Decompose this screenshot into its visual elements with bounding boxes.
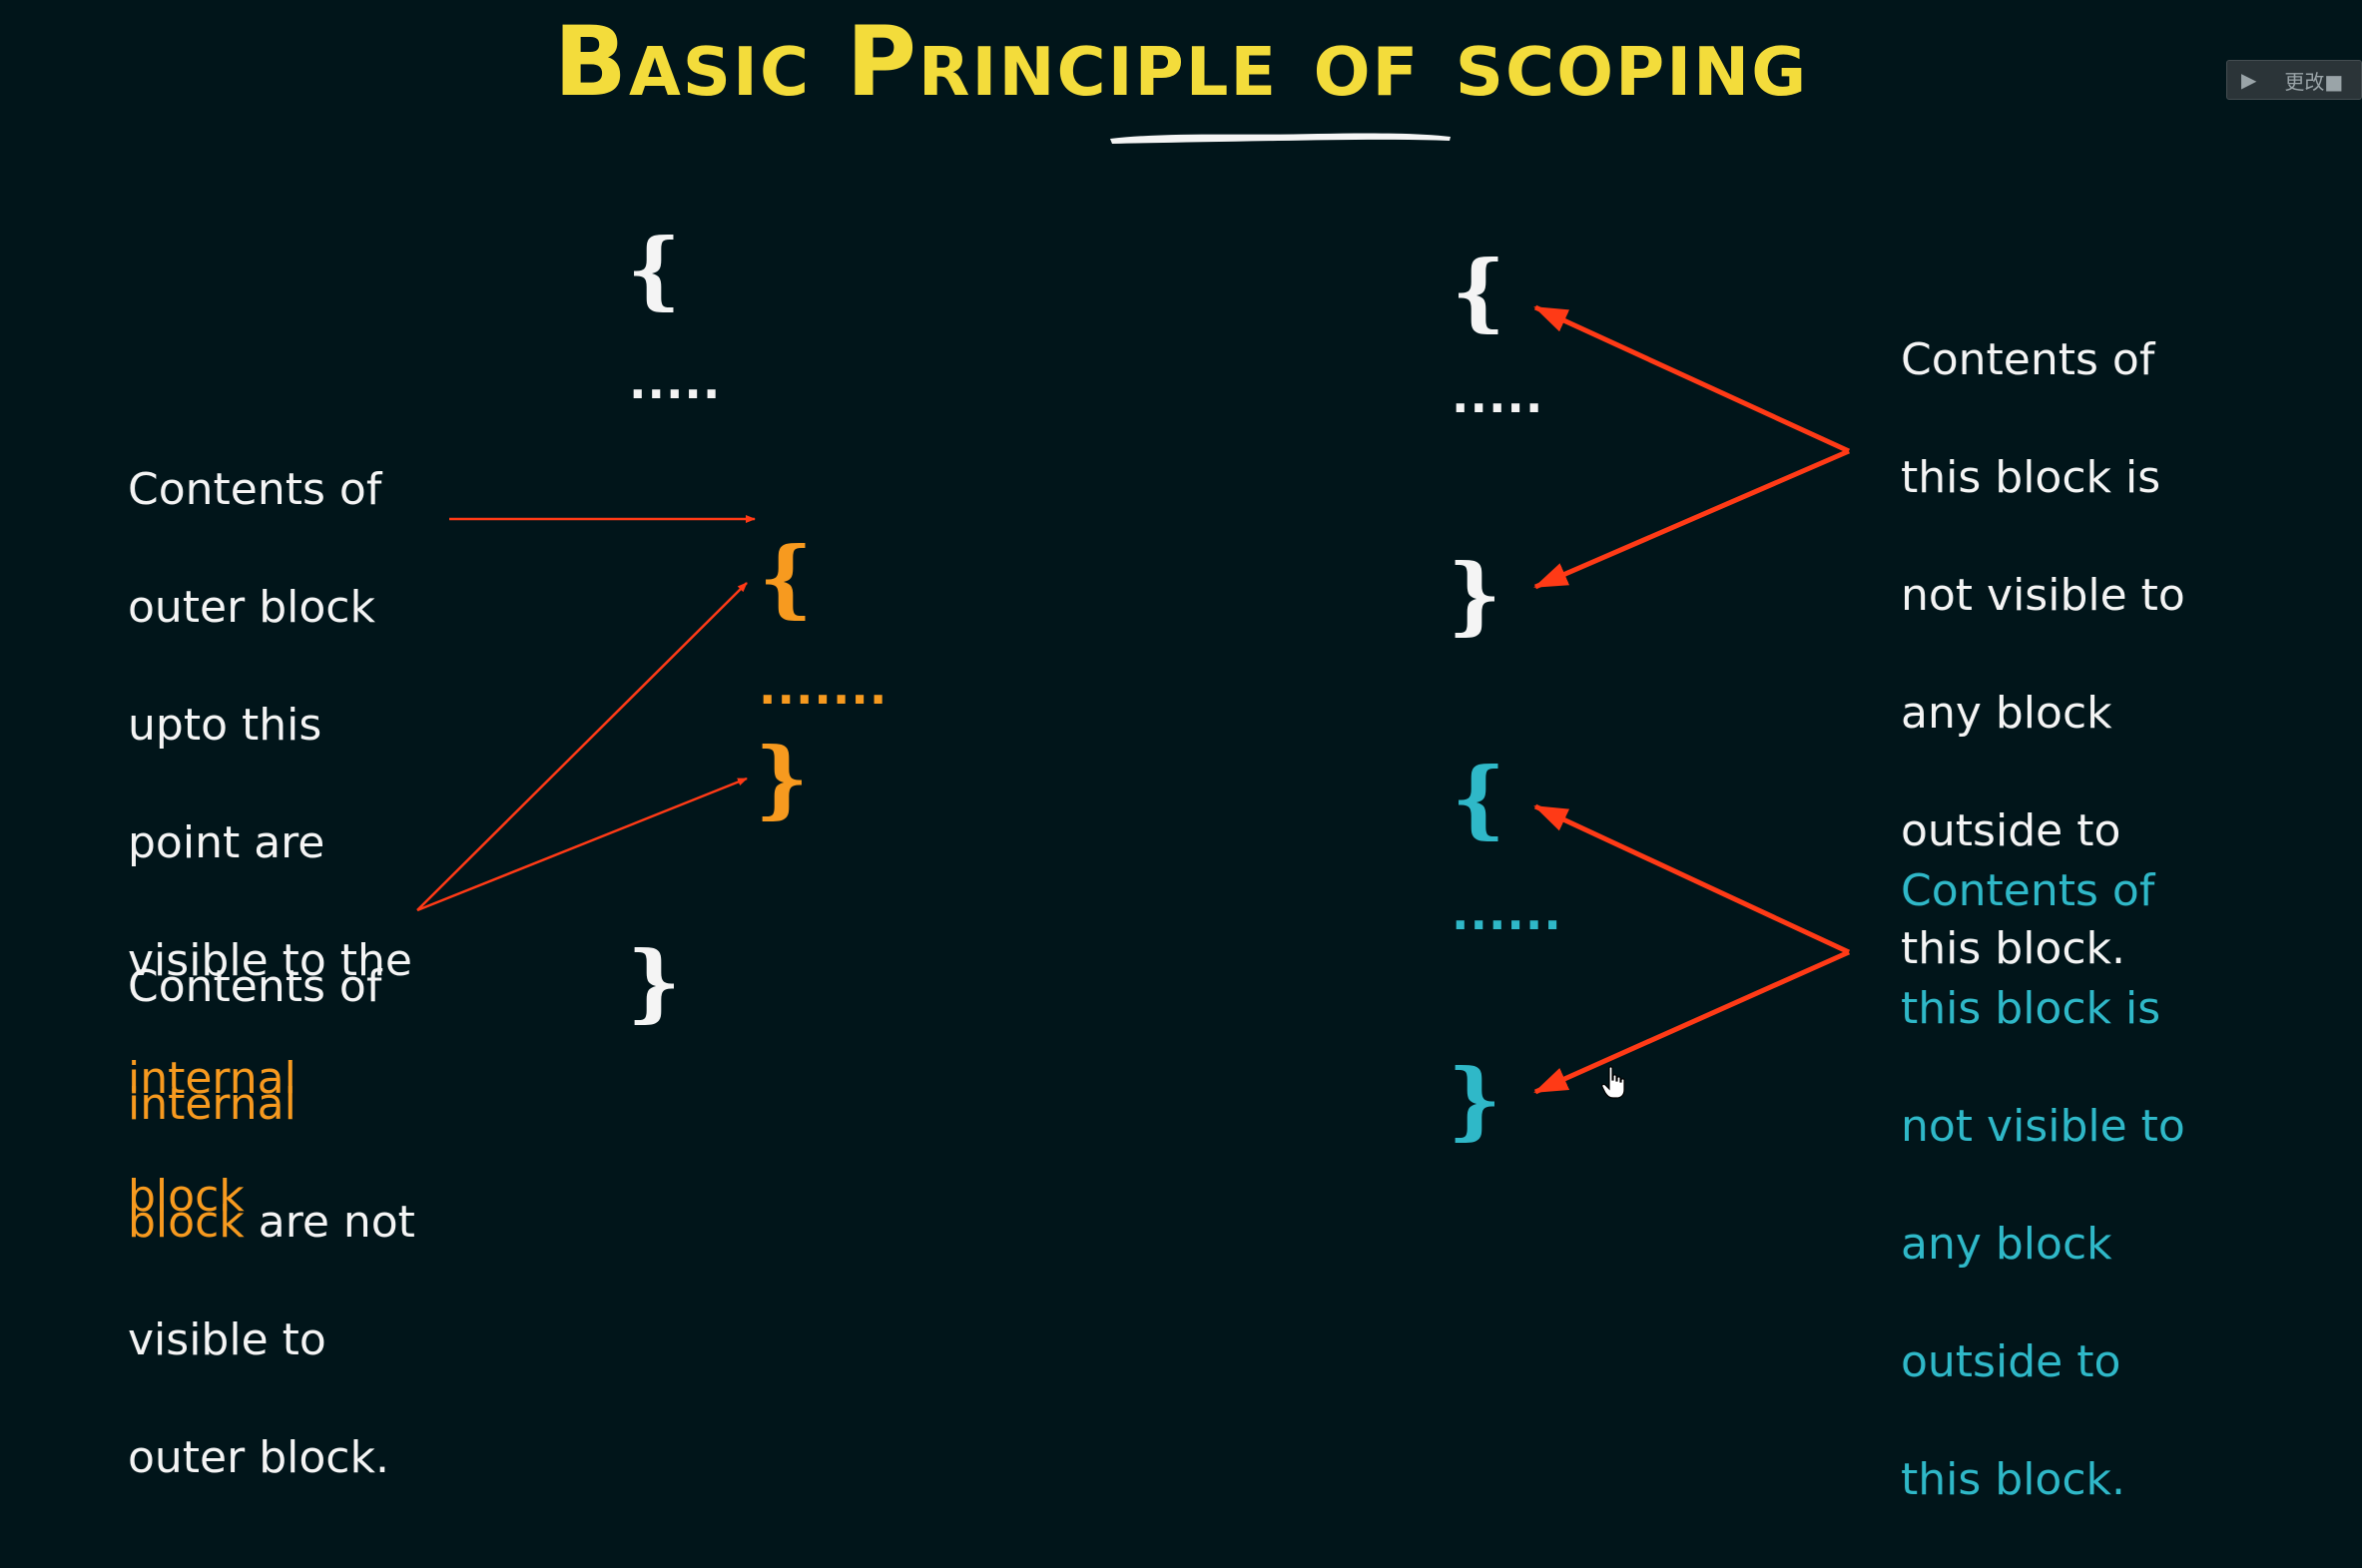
note-line: this block. bbox=[1901, 1454, 2126, 1505]
note-line: outside to bbox=[1901, 805, 2121, 856]
page-title: Basic Principle of scoping bbox=[553, 6, 1809, 118]
block1-open-brace: { bbox=[1452, 242, 1506, 340]
block1-dots: ..... bbox=[1452, 369, 1544, 423]
note-line: Contents of bbox=[128, 464, 382, 515]
note-internal-not-visible: Contents of internal block are not visib… bbox=[128, 898, 415, 1546]
block2-close-brace: } bbox=[1448, 1050, 1502, 1149]
note-line: are not bbox=[244, 1197, 415, 1248]
note-line: outer block. bbox=[128, 1432, 389, 1483]
note-line: upto this bbox=[128, 700, 322, 751]
note-line: visible to the bbox=[128, 935, 412, 986]
arrow-block1-to-close bbox=[1533, 448, 1850, 590]
note-line: not visible to bbox=[1901, 570, 2185, 621]
note-line: not visible to bbox=[1901, 1101, 2185, 1152]
arrow-internal-to-open bbox=[416, 582, 748, 911]
note-block1-not-visible: Contents of this block is not visible to… bbox=[1901, 271, 2185, 1037]
video-player-control[interactable]: ▶ 更改■ bbox=[2226, 60, 2362, 100]
inner-block-dots: ....... bbox=[759, 661, 888, 715]
hand-pointer-icon bbox=[1601, 1066, 1625, 1099]
block1-close-brace: } bbox=[1448, 545, 1502, 644]
arrow-block2-to-open bbox=[1533, 803, 1851, 955]
block2-dots: ...... bbox=[1452, 886, 1562, 940]
note-line: visible to bbox=[128, 1314, 326, 1365]
block2-open-brace: { bbox=[1452, 749, 1506, 847]
note-line: any block bbox=[1901, 688, 2112, 739]
note-line: any block bbox=[1901, 1219, 2112, 1270]
arrow-internal-to-close bbox=[416, 777, 748, 912]
note-block2-not-visible: Contents of this block is not visible to… bbox=[1901, 802, 2185, 1568]
inner-block-open-brace: { bbox=[759, 528, 814, 627]
inner-block-close-brace: } bbox=[755, 729, 810, 827]
note-line: this block is bbox=[1901, 983, 2161, 1034]
note-line: this block is bbox=[1901, 452, 2161, 503]
note-line: this block. bbox=[1901, 923, 2126, 974]
note-line: point are bbox=[128, 817, 325, 868]
play-icon[interactable]: ▶ bbox=[2241, 68, 2257, 92]
note-line: Contents of bbox=[1901, 334, 2155, 385]
outer-block-close-brace: } bbox=[627, 932, 682, 1031]
arrow-block1-to-open bbox=[1533, 304, 1851, 454]
outer-block-open-brace: { bbox=[627, 220, 682, 318]
outer-block-dots: ..... bbox=[629, 355, 722, 409]
player-label: 更改■ bbox=[2284, 69, 2344, 94]
note-line: Contents of bbox=[1901, 865, 2155, 916]
note-highlight: internal bbox=[128, 1053, 296, 1104]
note-highlight: block bbox=[128, 1171, 245, 1222]
note-highlight: block bbox=[128, 1197, 245, 1248]
note-highlight: internal bbox=[128, 1079, 296, 1130]
note-outer-visible: Contents of outer block upto this point … bbox=[128, 401, 412, 1285]
note-line: outer block bbox=[128, 582, 375, 633]
note-line: outside to bbox=[1901, 1336, 2121, 1387]
title-underline bbox=[1110, 133, 1451, 144]
note-line: Contents of bbox=[128, 961, 382, 1012]
arrow-block2-to-close bbox=[1533, 949, 1851, 1095]
